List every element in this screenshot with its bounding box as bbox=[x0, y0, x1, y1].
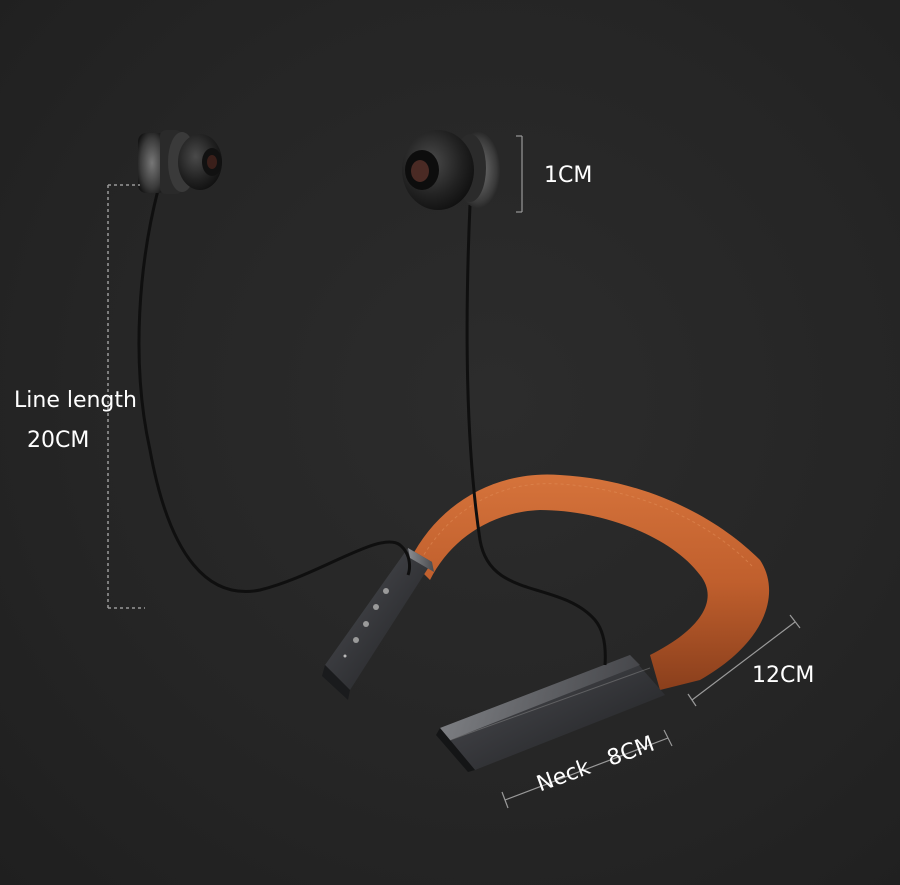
measure-neck bbox=[501, 729, 673, 809]
right-cable bbox=[465, 204, 607, 666]
measure-line-length bbox=[107, 184, 145, 609]
left-earbud bbox=[138, 130, 222, 194]
band-length-value: 12CM bbox=[752, 663, 815, 688]
line-length-label: Line length bbox=[14, 388, 137, 413]
line-length-value: 20CM bbox=[27, 428, 90, 453]
band-stitch bbox=[417, 483, 753, 567]
earbud-tip-value: 1CM bbox=[544, 163, 593, 188]
measure-tip bbox=[516, 135, 523, 213]
right-earbud bbox=[402, 130, 500, 210]
left-control-module bbox=[322, 548, 434, 700]
left-cable bbox=[137, 189, 412, 593]
right-battery-module bbox=[436, 655, 665, 772]
measure-band bbox=[687, 614, 801, 707]
neck-band bbox=[410, 474, 770, 690]
